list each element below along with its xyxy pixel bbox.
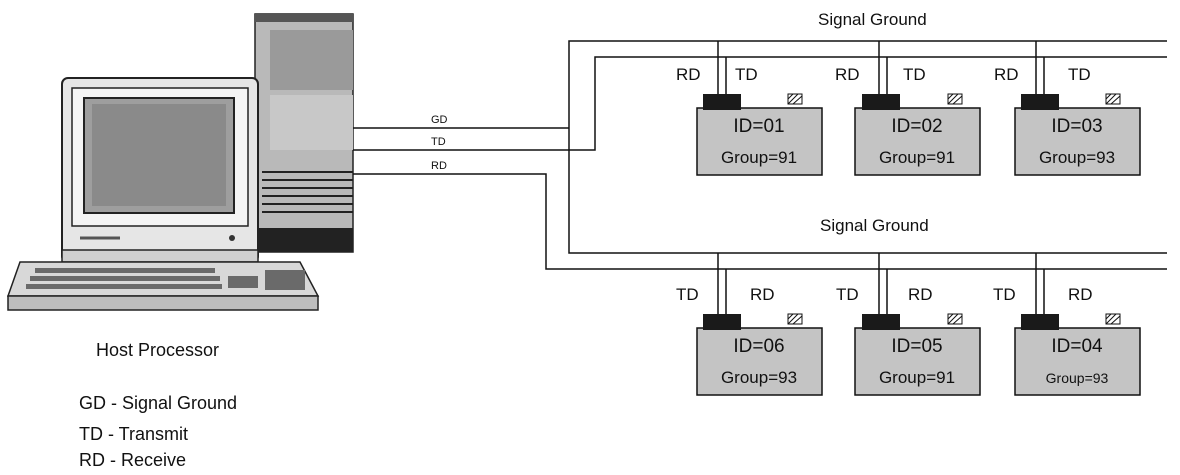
- top-unit-2: RD TD ID=02 Group=91: [835, 41, 981, 176]
- unit-left-label: RD: [994, 65, 1019, 84]
- hatch-icon: [947, 313, 963, 325]
- unit-group: Group=93: [1046, 370, 1109, 386]
- top-unit-3: RD TD ID=03 Group=93: [994, 41, 1141, 176]
- bottom-unit-2: TD RD ID=05 Group=91: [836, 253, 981, 396]
- unit-id: ID=03: [1051, 116, 1102, 137]
- legend-gd: GD - Signal Ground: [79, 393, 237, 413]
- unit-group: Group=91: [721, 148, 797, 167]
- unit-left-label: RD: [676, 65, 701, 84]
- host-computer-icon: [6, 13, 354, 311]
- legend-rd: RD - Receive: [79, 450, 186, 470]
- connector-icon: [1021, 94, 1059, 110]
- unit-id: ID=02: [891, 116, 942, 137]
- unit-left-label: TD: [993, 285, 1016, 304]
- unit-box: [696, 327, 823, 396]
- hatch-icon: [1105, 93, 1121, 105]
- connector-icon: [1021, 314, 1059, 330]
- unit-left-label: TD: [836, 285, 859, 304]
- host-label: Host Processor: [96, 340, 219, 360]
- unit-left-label: RD: [835, 65, 860, 84]
- unit-box: [854, 107, 981, 176]
- unit-group: Group=93: [721, 368, 797, 387]
- unit-group: Group=91: [879, 368, 955, 387]
- unit-id: ID=04: [1051, 336, 1103, 357]
- host-cables: [353, 40, 1167, 270]
- top-unit-1: RD TD ID=01 Group=91: [676, 41, 823, 176]
- hatch-icon: [787, 313, 803, 325]
- unit-right-label: RD: [908, 285, 933, 304]
- hatch-icon: [1105, 313, 1121, 325]
- unit-right-label: TD: [735, 65, 758, 84]
- unit-right-label: RD: [1068, 285, 1093, 304]
- unit-box: [1014, 327, 1141, 396]
- connector-icon: [703, 314, 741, 330]
- connector-icon: [862, 314, 900, 330]
- host-gd-label: GD: [431, 114, 448, 126]
- unit-id: ID=06: [733, 336, 784, 357]
- top-bus-label: Signal Ground: [818, 10, 927, 29]
- hatch-icon: [947, 93, 963, 105]
- bottom-unit-3: TD RD ID=04 Group=93: [993, 253, 1141, 396]
- unit-id: ID=05: [891, 336, 942, 357]
- unit-right-label: RD: [750, 285, 775, 304]
- td-line: [353, 56, 1167, 151]
- host-rd-label: RD: [431, 160, 447, 172]
- bottom-unit-1: TD RD ID=06 Group=93: [676, 253, 823, 396]
- unit-id: ID=01: [733, 116, 784, 137]
- rd-line: [353, 173, 1167, 270]
- unit-group: Group=91: [879, 148, 955, 167]
- bottom-bus-label: Signal Ground: [820, 216, 929, 235]
- unit-right-label: TD: [903, 65, 926, 84]
- unit-group: Group=93: [1039, 148, 1115, 167]
- hatch-icon: [787, 93, 803, 105]
- unit-box: [1014, 107, 1141, 176]
- signal-ground-loop: [568, 40, 1167, 254]
- unit-right-label: TD: [1068, 65, 1091, 84]
- host-td-label: TD: [431, 136, 446, 148]
- legend-td: TD - Transmit: [79, 424, 188, 444]
- connector-icon: [703, 94, 741, 110]
- connector-icon: [862, 94, 900, 110]
- unit-box: [696, 107, 823, 176]
- unit-left-label: TD: [676, 285, 699, 304]
- unit-box: [854, 327, 981, 396]
